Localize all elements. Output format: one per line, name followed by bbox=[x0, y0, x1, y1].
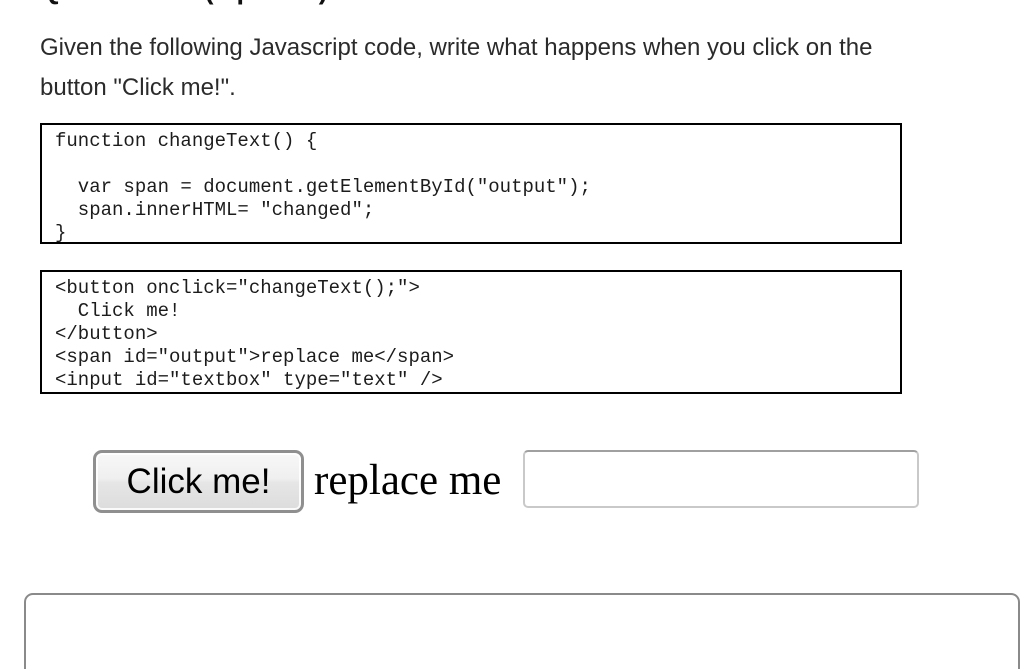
code-line bbox=[55, 153, 894, 176]
code-line: var span = document.getElementById("outp… bbox=[55, 176, 591, 198]
demo-text-input[interactable] bbox=[523, 450, 919, 508]
code-line: <input id="textbox" type="text" /> bbox=[55, 369, 443, 391]
code-line: Click me! bbox=[55, 300, 181, 322]
javascript-code-block: function changeText() { var span = docum… bbox=[40, 123, 902, 244]
code-line: function changeText() { bbox=[55, 130, 318, 152]
answer-textarea[interactable] bbox=[24, 593, 1020, 669]
code-line: } bbox=[55, 222, 67, 244]
click-me-button[interactable]: Click me! bbox=[93, 450, 304, 513]
question-prompt-line: button "Click me!". bbox=[40, 74, 236, 101]
code-line: </button> bbox=[55, 323, 158, 345]
code-line: <span id="output">replace me</span> bbox=[55, 346, 455, 368]
html-code-block: <button onclick="changeText();"> Click m… bbox=[40, 270, 902, 394]
question-heading: Question 24 (5 points) bbox=[40, 0, 328, 6]
code-line: <button onclick="changeText();"> bbox=[55, 277, 420, 299]
output-span-text: replace me bbox=[314, 457, 502, 504]
question-prompt-line: Given the following Javascript code, wri… bbox=[40, 34, 873, 61]
code-line: span.innerHTML= "changed"; bbox=[55, 199, 375, 221]
question-prompt: Given the following Javascript code, wri… bbox=[40, 28, 872, 108]
